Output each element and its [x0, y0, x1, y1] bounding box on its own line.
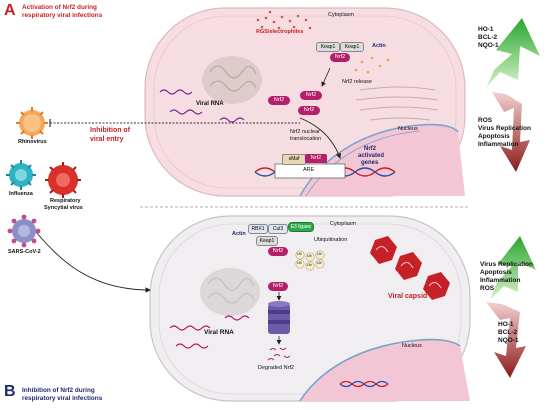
viral-rna-a: [159, 89, 245, 123]
nrf2-dna-pill: Nrf2: [305, 154, 327, 163]
inhibition-line2: viral entry: [90, 136, 124, 143]
sars-label: SARS-CoV-2: [8, 249, 41, 255]
panel-a-title-line2: respiratory viral infections: [22, 12, 103, 19]
rgs-dots: [256, 10, 312, 30]
rsv-icon: [45, 162, 81, 198]
rbx1-box: RBX1: [248, 224, 268, 234]
cul3-box: Cul3: [268, 224, 288, 234]
translocation-label-line2: translocation: [290, 136, 322, 142]
panel-b-letter: B: [4, 383, 16, 400]
ubiquitination-label: Ubiquitination: [314, 237, 348, 243]
keap1-box-b: Keap1: [256, 236, 278, 246]
keap1-a-box: Keap1: [316, 42, 340, 52]
viral-rna-b: [169, 315, 250, 349]
degraded-nrf2-label: Degraded Nrf2: [258, 365, 295, 371]
up-gene-a-0: HO-1: [478, 26, 494, 33]
ub-label-1: Ub: [297, 252, 302, 256]
up-effect-b-0: Virus Replication: [480, 261, 533, 268]
up-effect-b-3: ROS: [480, 285, 495, 292]
rsv-label-line1: Respiratory: [50, 198, 81, 204]
nrf2-bound-pill: Nrf2: [330, 53, 350, 62]
translocation-arrow: [299, 117, 342, 159]
ub-label-6: Ub: [317, 261, 322, 265]
down-arrow-a-icon: [492, 92, 530, 172]
panel-b-title-line1: Inhibition of Nrf2 during: [22, 387, 95, 394]
rhinovirus-icon: [16, 107, 48, 139]
activated-genes-line2: activated: [358, 153, 385, 159]
ubiquitin-chain: [295, 250, 325, 271]
ub-label-5: Ub: [307, 263, 312, 267]
down-gene-b-1: BCL-2: [498, 329, 518, 336]
smaf-box: sMaf: [282, 154, 306, 165]
panel-a-letter: A: [4, 2, 16, 19]
down-effect-a-1: Virus Replication: [478, 125, 531, 132]
nrf2-pill-b2: Nrf2: [268, 282, 288, 291]
rgs-label: RGS/electrophiles: [256, 29, 304, 35]
electrophile-dots: [354, 56, 390, 74]
mitochondrion-a: [202, 56, 262, 104]
up-effect-b-1: Apoptosis: [480, 269, 512, 276]
translocation-label-line1: Nrf2 nuclear: [290, 129, 320, 135]
nrf2-release-label: Nrf2 release: [342, 79, 372, 85]
influenza-label: Influenza: [9, 191, 33, 197]
mitochondrion-b: [200, 268, 260, 316]
entry-arrow-b: [35, 231, 151, 293]
nucleus-label-b: Nucleus: [402, 343, 422, 349]
proteasome: [268, 301, 290, 334]
nrf2-pill-a3: Nrf2: [298, 106, 320, 115]
activated-genes-line1: Nrf2: [364, 146, 377, 152]
up-effect-b-2: Inflammation: [480, 277, 521, 284]
are-label: ARE: [303, 167, 315, 173]
influenza-icon: [6, 160, 36, 190]
ub-label-4: Ub: [297, 261, 302, 265]
down-arrow-b-icon: [486, 302, 526, 378]
nrf2-pill-a1: Nrf2: [268, 96, 290, 105]
rhinovirus-label: Rhinovirus: [18, 139, 47, 145]
viral-capsid-label: Viral capsid: [388, 293, 428, 300]
golgi-a: [355, 86, 439, 121]
keap1-b-box: Keap1: [340, 42, 364, 52]
down-gene-b-2: NQO-1: [498, 337, 519, 344]
nucleus-label-a: Nucleus: [398, 126, 418, 132]
nrf2-pill-b1: Nrf2: [268, 247, 288, 256]
down-effect-a-2: Apoptosis: [478, 133, 510, 140]
dna-b: [339, 380, 389, 388]
panel-a-title-line1: Activation of Nrf2 during: [22, 4, 97, 11]
up-arrow-a-icon: [486, 18, 540, 88]
up-arrow-b-icon: [490, 236, 536, 300]
degraded-fragments: [267, 347, 291, 361]
sars-cov-2-icon: [7, 214, 41, 248]
cytoplasm-label-b: Cytoplasm: [330, 221, 356, 227]
cytoplasm-label-a: Cytoplasm: [328, 12, 354, 18]
up-gene-a-1: BCL-2: [478, 34, 498, 41]
viral-rna-label-a: Viral RNA: [196, 101, 224, 107]
activated-genes-line3: genes: [361, 160, 379, 166]
down-effect-a-0: ROS: [478, 117, 493, 124]
ub-label-3: Ub: [317, 252, 322, 256]
down-gene-b-0: HO-1: [498, 321, 514, 328]
down-effect-a-3: Inflammation: [478, 141, 519, 148]
actin-label-b: Actin: [232, 231, 246, 237]
actin-label-a: Actin: [372, 43, 386, 49]
ub-label-2: Ub: [307, 254, 312, 258]
viral-rna-label-b: Viral RNA: [204, 329, 234, 336]
inhibition-line1: Inhibition of: [90, 127, 131, 134]
e3-ligase-box: E3 ligase: [288, 222, 314, 232]
nrf2-pill-a2: Nrf2: [300, 91, 322, 100]
panel-b-title-line2: respiratory viral infections: [22, 395, 103, 402]
viral-capsids: [370, 236, 450, 300]
up-gene-a-2: NQO-1: [478, 42, 499, 49]
rsv-label-line2: Syncytial virus: [44, 205, 83, 211]
